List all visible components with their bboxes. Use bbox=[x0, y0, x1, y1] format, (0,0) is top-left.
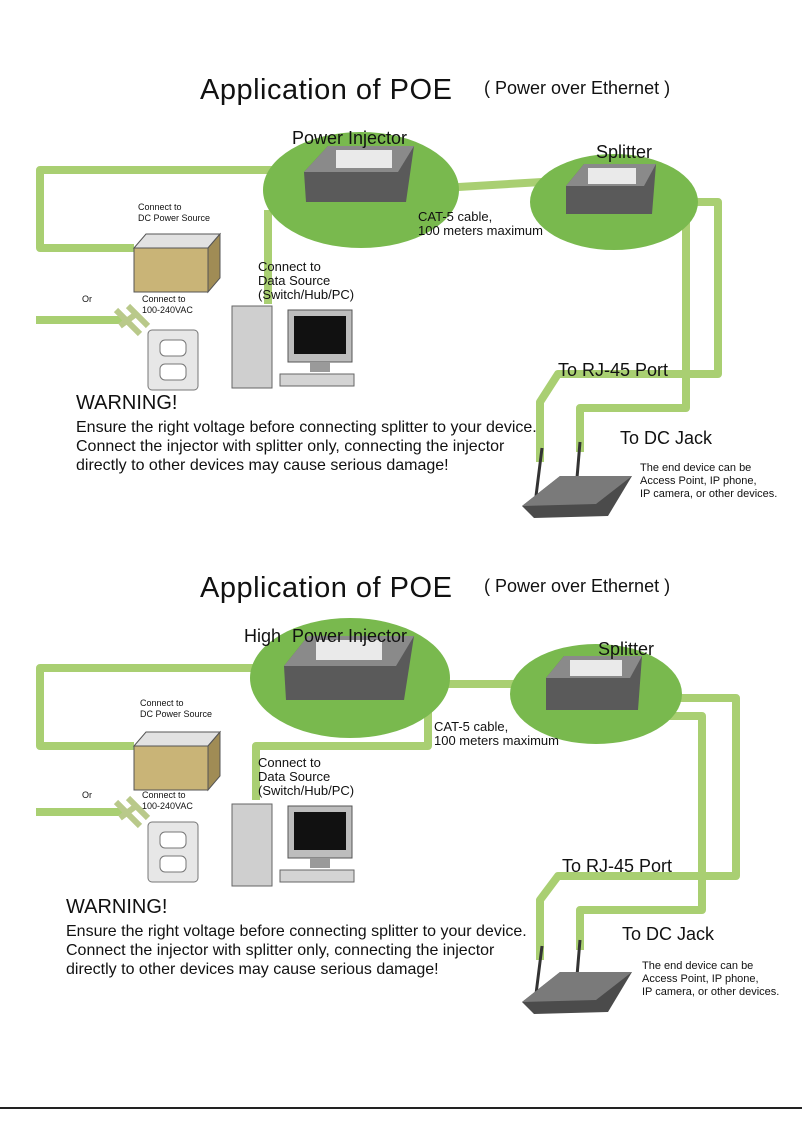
end-device-router bbox=[522, 939, 632, 1014]
dc-power-source-device bbox=[132, 730, 222, 792]
end-device-router bbox=[522, 441, 632, 518]
splitter-label: Splitter bbox=[598, 639, 655, 659]
diagram-title: Application of POE bbox=[200, 74, 453, 106]
cable-label: CAT-5 cable,100 meters maximum bbox=[434, 719, 559, 748]
or-label: Or bbox=[82, 790, 92, 800]
power-cable-left bbox=[36, 166, 308, 324]
ac-outlet-device bbox=[113, 795, 199, 883]
splitter-device bbox=[530, 154, 698, 250]
warning-title: WARNING! bbox=[76, 392, 178, 414]
poe-diagram-panel-2: Application of POE ( Power over Ethernet… bbox=[36, 550, 802, 1020]
diagram-subtitle: ( Power over Ethernet ) bbox=[484, 576, 671, 596]
cable-diagram bbox=[36, 618, 740, 1014]
power-injector-device bbox=[263, 132, 459, 248]
rj45-port-label: To RJ-45 Port bbox=[558, 360, 669, 380]
cable-diagram bbox=[36, 132, 722, 518]
pc-device bbox=[231, 305, 355, 389]
warning-title: WARNING! bbox=[66, 896, 168, 918]
diagram-subtitle: ( Power over Ethernet ) bbox=[484, 78, 671, 98]
injector-label: Power Injector bbox=[292, 626, 408, 646]
diagram-title: Application of POE bbox=[200, 572, 453, 604]
splitter-device bbox=[510, 644, 682, 744]
page-bottom-rule bbox=[0, 1107, 802, 1109]
pc-device bbox=[231, 803, 355, 887]
ac-outlet-device bbox=[113, 303, 199, 391]
dc-jack-label: To DC Jack bbox=[620, 428, 713, 448]
injector-prefix-label: High bbox=[244, 626, 282, 646]
power-injector-device bbox=[250, 618, 450, 738]
poe-diagram-panel-1: Application of POE ( Power over Ethernet… bbox=[36, 52, 802, 522]
power-cable-left bbox=[36, 664, 432, 816]
warning-text: Ensure the right voltage before connecti… bbox=[66, 923, 527, 978]
or-label: Or bbox=[82, 294, 92, 304]
dc-power-source-device bbox=[132, 232, 222, 294]
rj45-port-label: To RJ-45 Port bbox=[562, 856, 673, 876]
cable-label: CAT-5 cable,100 meters maximum bbox=[418, 209, 543, 238]
dc-jack-label: To DC Jack bbox=[622, 924, 715, 944]
injector-label: Power Injector bbox=[292, 128, 408, 148]
warning-text: Ensure the right voltage before connecti… bbox=[76, 419, 537, 474]
splitter-label: Splitter bbox=[596, 142, 653, 162]
